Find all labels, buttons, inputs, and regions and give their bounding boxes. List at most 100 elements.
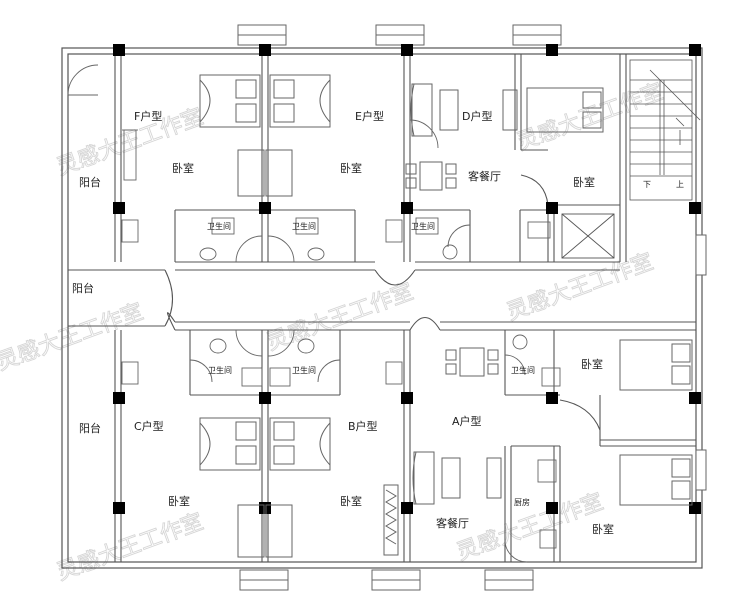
stairs-down-label: 下 — [643, 180, 651, 189]
door-swing — [189, 359, 213, 383]
room-label-balcony: 阳台 — [79, 421, 101, 435]
break-line — [649, 69, 701, 121]
stairs-up-label: 上 — [676, 180, 684, 189]
unit-label-a: A户型 — [452, 414, 482, 428]
unit-label-e: E户型 — [355, 109, 384, 123]
watermark: 灵感大王工作室 — [504, 249, 657, 325]
door-swing — [409, 119, 439, 149]
unit-label-d: D户型 — [462, 109, 492, 123]
watermark: 灵感大王工作室 — [514, 79, 667, 155]
column — [689, 502, 701, 514]
bed-icon — [199, 417, 261, 471]
column — [113, 502, 125, 514]
coffee-table — [441, 457, 461, 499]
unit-label-f: F户型 — [134, 109, 162, 123]
dining-table-icon — [445, 347, 499, 377]
door-swing — [504, 539, 528, 563]
beds — [199, 74, 693, 558]
washbasin-icon — [269, 367, 291, 387]
room-label-bedroom: 卧室 — [340, 161, 362, 175]
column — [259, 202, 271, 214]
stove-icon — [537, 459, 557, 483]
sofa-icon — [410, 83, 433, 137]
door-swing — [267, 235, 295, 263]
column — [113, 44, 125, 56]
room-label-bedroom: 卧室 — [172, 161, 194, 175]
unit-label-b: B户型 — [348, 419, 378, 433]
column — [401, 502, 413, 514]
column — [259, 392, 271, 404]
elevator-shaft — [561, 213, 615, 259]
kitchen-sink-icon — [539, 529, 557, 549]
bed-icon — [269, 417, 331, 471]
bed-icon — [199, 74, 261, 128]
room-label-living-dining: 客餐厅 — [468, 169, 501, 183]
washbasin-icon — [415, 217, 439, 235]
column — [546, 44, 558, 56]
room-label-bathroom: 卫生间 — [292, 221, 316, 231]
room-label-balcony: 阳台 — [79, 175, 101, 189]
washbasin-icon — [541, 367, 561, 387]
column — [689, 202, 701, 214]
room-label-bathroom: 卫生间 — [292, 365, 316, 375]
door-swing — [67, 64, 99, 96]
tv-cabinet — [486, 457, 502, 499]
washbasin-icon — [385, 361, 403, 385]
column — [689, 392, 701, 404]
toilet-icon — [199, 247, 217, 261]
column — [113, 202, 125, 214]
stair-treads — [630, 79, 692, 177]
watermark: 灵感大王工作室 — [0, 299, 147, 375]
room-label-kitchen: 厨房 — [514, 497, 530, 507]
shoe-cabinet — [383, 484, 399, 556]
columns — [113, 44, 701, 514]
window-side — [695, 234, 707, 276]
sanitary — [121, 129, 561, 549]
room-label-bedroom: 卧室 — [340, 494, 362, 508]
door-swing — [235, 235, 263, 263]
room-label-bathroom: 卫生间 — [511, 365, 535, 375]
door-swing — [267, 329, 295, 357]
room-label-bedroom: 卧室 — [592, 522, 614, 536]
living-furniture — [383, 83, 518, 556]
unit-label-c: C户型 — [134, 419, 164, 433]
room-label-bedroom: 卧室 — [168, 494, 190, 508]
room-label-bedroom: 卧室 — [573, 175, 595, 189]
door-swing — [447, 224, 471, 248]
inner-wall-line — [67, 53, 697, 563]
column — [401, 44, 413, 56]
bed-icon — [269, 74, 331, 128]
outer-wall-line — [61, 47, 703, 569]
washbasin-icon — [527, 221, 551, 239]
sofa-icon — [412, 451, 435, 505]
bed-icon — [619, 339, 693, 391]
column — [401, 202, 413, 214]
column — [259, 44, 271, 56]
room-label-living-dining: 客餐厅 — [436, 516, 469, 530]
room-label-bathroom: 卫生间 — [208, 365, 232, 375]
bed-icon — [526, 87, 604, 133]
toilet-icon — [512, 334, 528, 350]
window-side — [695, 449, 707, 491]
room-label-bedroom: 卧室 — [581, 357, 603, 371]
toilet-icon — [209, 338, 227, 354]
column — [401, 392, 413, 404]
door-swing — [235, 329, 263, 357]
bed-icon — [619, 454, 693, 506]
column — [259, 502, 271, 514]
dining-table-icon — [405, 161, 457, 191]
washbasin-icon — [295, 217, 319, 235]
room-label-bathroom: 卫生间 — [411, 221, 435, 231]
coffee-table — [439, 89, 459, 131]
cabinet — [123, 129, 137, 181]
staircase — [629, 59, 701, 201]
door-swing — [317, 359, 341, 383]
door-swings — [67, 64, 528, 563]
washbasin-icon — [121, 219, 139, 243]
room-label-balcony: 阳台 — [72, 281, 94, 295]
column — [689, 44, 701, 56]
room-label-bathroom: 卫生间 — [207, 221, 231, 231]
outer-walls — [61, 47, 703, 569]
column — [546, 392, 558, 404]
